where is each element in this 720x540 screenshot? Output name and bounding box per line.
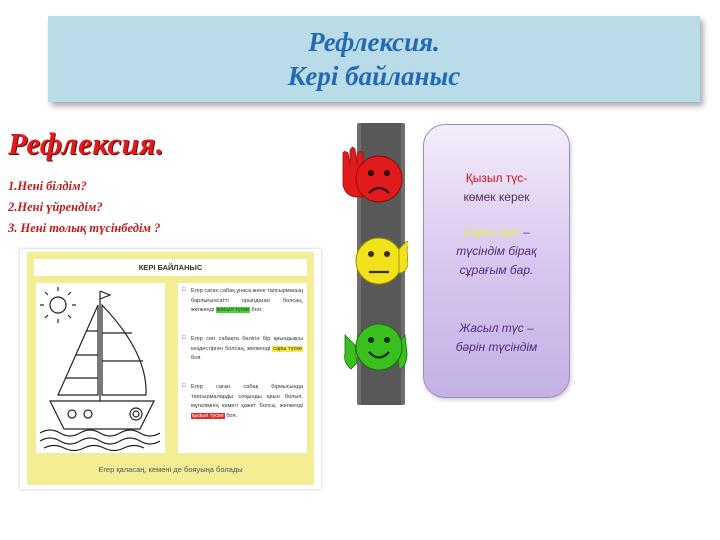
- red-highlight: қызыл түске: [191, 412, 225, 419]
- legend-green-title: Жасыл түс –: [459, 321, 534, 335]
- color-legend-box: Қызыл түс- көмек керек Сары түс – түсінд…: [423, 124, 570, 398]
- green-highlight: жасыл түске: [215, 307, 250, 314]
- traffic-light-smileys-icon: [342, 123, 409, 405]
- legend-green: Жасыл түс – бәрін түсіндім: [430, 319, 563, 357]
- legend-red-desc: көмек керек: [463, 190, 530, 204]
- instruction-text: Егер сен сабақта бөлігін бір қиындықсы к…: [191, 336, 303, 352]
- instruction-end: боя.: [191, 355, 202, 362]
- instruction-end: боя.: [226, 412, 238, 419]
- checkbox-icon: □: [182, 287, 186, 293]
- worksheet-header: КЕРІ БАЙЛАНЫС: [34, 259, 307, 276]
- legend-yellow-dash: –: [519, 225, 530, 239]
- question-3: 3. Нені толық түсінбедім ?: [8, 221, 161, 235]
- slide-title-line2: Кері байланыс: [287, 61, 461, 91]
- worksheet-footer: Егер қаласаң, кемені де бояуыңа болады: [98, 465, 243, 474]
- instruction-item: □ Егер саған сабақ бірмысында тапсырмала…: [182, 383, 303, 421]
- instruction-item: □ Егер саған сабақ ұнаса және тапсырманы…: [182, 287, 303, 316]
- legend-yellow: Сары түс – түсіндім бірақ сұрағым бар.: [430, 223, 563, 280]
- legend-red-title: Қызыл түс-: [465, 171, 528, 185]
- legend-yellow-desc2: сұрағым бар.: [459, 263, 534, 277]
- worksheet-background: КЕРІ БАЙЛАНЫС: [27, 252, 314, 485]
- feedback-worksheet: КЕРІ БАЙЛАНЫС: [20, 249, 321, 489]
- instruction-end: боя.: [251, 307, 263, 314]
- question-2: 2.Нені үйрендім?: [8, 200, 103, 214]
- instruction-item: □ Егер сен сабақта бөлігін бір қиындықсы…: [182, 335, 303, 364]
- slide-title-line1: Рефлексия.: [308, 27, 440, 57]
- legend-red: Қызыл түс- көмек керек: [430, 169, 563, 207]
- yellow-highlight: сары түске: [272, 345, 303, 352]
- worksheet-instructions: □ Егер саған сабақ ұнаса және тапсырманы…: [178, 283, 307, 453]
- reflection-heading: Рефлексия.: [8, 126, 165, 161]
- instruction-text: Егер саған сабақ ұнаса және тапсырманың …: [191, 288, 304, 314]
- traffic-light: [341, 123, 409, 408]
- title-banner: Рефлексия. Кері байланыс: [48, 16, 700, 102]
- legend-yellow-title: Сары түс: [463, 225, 520, 239]
- instruction-text: Егер саған сабақ бірмысында тапсырмалард…: [191, 384, 303, 410]
- reflection-questions: 1.Нені білдім? 2.Нені үйрендім? 3. Нені …: [8, 176, 160, 239]
- question-1: 1.Нені білдім?: [8, 179, 87, 193]
- legend-yellow-desc1: түсіндім бірақ: [456, 244, 537, 258]
- checkbox-icon: □: [182, 383, 186, 389]
- sailboat-drawing: [36, 283, 165, 453]
- legend-green-desc: бәрін түсіндім: [455, 340, 538, 354]
- checkbox-icon: □: [182, 335, 186, 341]
- sailboat-icon: [39, 287, 161, 452]
